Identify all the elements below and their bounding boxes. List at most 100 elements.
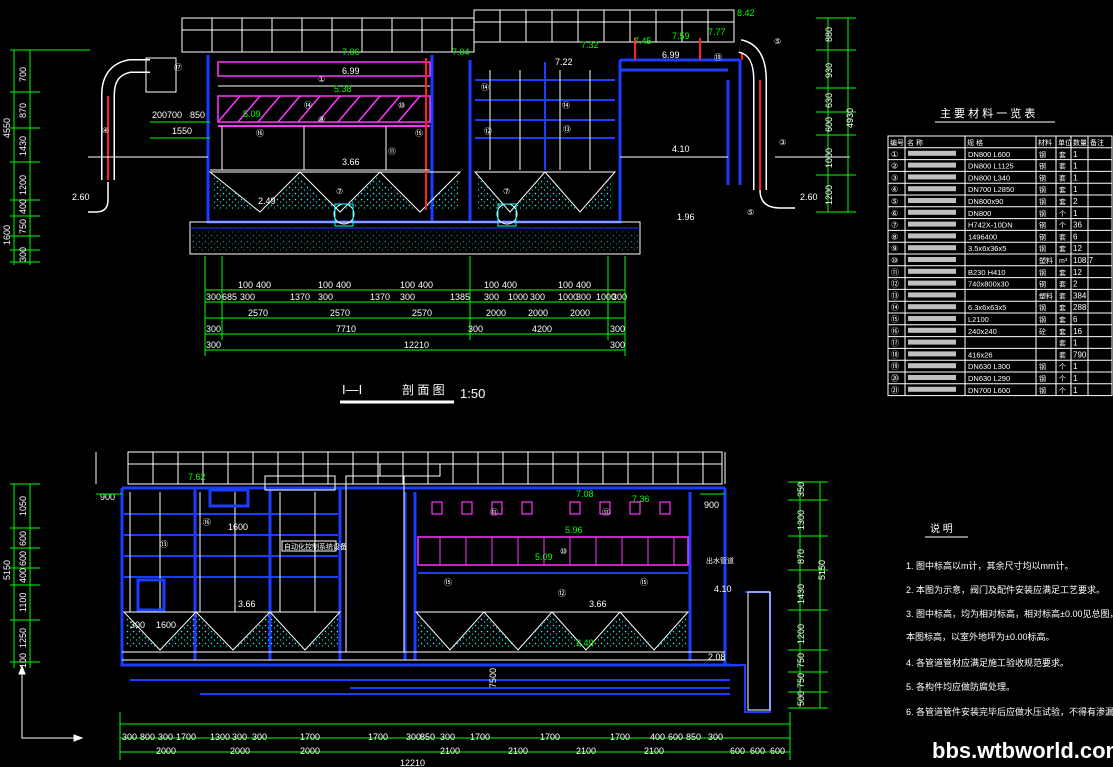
svg-text:⑬: ⑬ bbox=[563, 125, 571, 134]
svg-text:700: 700 bbox=[18, 67, 28, 82]
upper-filter-beds bbox=[217, 61, 431, 127]
svg-text:7.59: 7.59 bbox=[672, 31, 690, 41]
svg-text:900: 900 bbox=[704, 500, 719, 510]
table-cell-qty: 6 bbox=[1073, 232, 1078, 241]
svg-text:1250: 1250 bbox=[18, 628, 28, 648]
svg-text:750: 750 bbox=[796, 673, 806, 688]
table-cell-no: ⑲ bbox=[891, 362, 899, 371]
svg-text:1.96: 1.96 bbox=[677, 212, 695, 222]
svg-text:1700: 1700 bbox=[610, 732, 630, 742]
table-cell-name-glyphs bbox=[908, 174, 956, 180]
lower-left-blue-blocks bbox=[136, 488, 250, 612]
table-cell-material: 钢 bbox=[1039, 197, 1046, 206]
svg-text:5.09: 5.09 bbox=[535, 552, 553, 562]
table-cell-name-glyphs bbox=[908, 268, 956, 274]
svg-text:7.62: 7.62 bbox=[188, 472, 206, 482]
svg-text:I—I: I—I bbox=[342, 382, 362, 397]
table-cell-qty: 6 bbox=[1073, 315, 1078, 324]
svg-text:⑤: ⑤ bbox=[747, 208, 754, 217]
note-6: 6. 各管道管件安装完毕后应做水压试验，不得有渗漏现象。 bbox=[906, 706, 1113, 717]
svg-text:870: 870 bbox=[796, 549, 806, 564]
table-cell-unit: 套 bbox=[1059, 303, 1066, 312]
svg-text:⑪: ⑪ bbox=[490, 508, 498, 517]
table-cell-unit: 个 bbox=[1059, 363, 1066, 371]
svg-text:750: 750 bbox=[796, 653, 806, 668]
table-cell-name-glyphs bbox=[908, 245, 956, 251]
lower-left-dim-rail bbox=[10, 483, 40, 668]
svg-text:4.10: 4.10 bbox=[672, 144, 690, 154]
upper-risers bbox=[425, 38, 743, 210]
svg-text:300: 300 bbox=[130, 620, 145, 630]
svg-text:2000: 2000 bbox=[528, 308, 548, 318]
table-header-cell: 规 格 bbox=[967, 138, 983, 147]
table-cell-spec: 740x800x30 bbox=[968, 280, 1009, 289]
note-4: 4. 各管道管材应满足施工验收规范要求。 bbox=[906, 657, 1069, 668]
svg-text:100: 100 bbox=[238, 280, 253, 290]
upper-drain-pipes bbox=[333, 203, 518, 227]
upper-right-dims: 880 930 630 600 1000 1200 4930 bbox=[824, 27, 855, 205]
svg-text:7.77: 7.77 bbox=[708, 27, 726, 37]
svg-text:6.99: 6.99 bbox=[342, 66, 360, 76]
svg-text:300: 300 bbox=[484, 292, 499, 302]
table-cell-unit: 套 bbox=[1059, 185, 1066, 194]
table-cell-material: 钢 bbox=[1039, 303, 1046, 312]
svg-text:6.99: 6.99 bbox=[662, 50, 680, 60]
lower-roof-frame bbox=[95, 451, 726, 485]
svg-text:1430: 1430 bbox=[18, 136, 28, 156]
table-cell-spec: L2100 bbox=[968, 315, 989, 324]
table-cell-qty: 36 bbox=[1073, 221, 1082, 230]
lower-outlet-chamber bbox=[747, 591, 771, 711]
table-cell-qty: 1 bbox=[1073, 339, 1078, 348]
svg-text:2100: 2100 bbox=[508, 746, 528, 756]
table-cell-qty: 1 bbox=[1073, 162, 1078, 171]
svg-text:2000: 2000 bbox=[230, 746, 250, 756]
table-cell-spec: 6.3x6x63x5 bbox=[968, 303, 1006, 312]
table-cell-no: ⑮ bbox=[891, 315, 899, 324]
table-cell-material: 钢 bbox=[1039, 268, 1046, 277]
svg-text:2570: 2570 bbox=[248, 308, 268, 318]
svg-text:850: 850 bbox=[420, 732, 435, 742]
table-cell-spec: 416x26 bbox=[968, 350, 993, 359]
table-cell-material: 钢 bbox=[1039, 374, 1046, 383]
table-cell-unit: 套 bbox=[1059, 327, 1066, 336]
table-cell-no: ⑩ bbox=[891, 256, 898, 265]
svg-text:8.42: 8.42 bbox=[737, 8, 755, 18]
svg-text:4550: 4550 bbox=[2, 118, 12, 138]
table-cell-no: ⑬ bbox=[891, 291, 899, 300]
section-title: I—I 剖 面 图 1:50 bbox=[340, 382, 485, 404]
note-3b: 本图标高，以室外地坪为±0.00标高。 bbox=[906, 631, 1054, 642]
table-cell-no: ① bbox=[891, 150, 898, 159]
table-cell-no: ⑭ bbox=[891, 303, 899, 312]
table-cell-unit: 套 bbox=[1059, 197, 1066, 206]
svg-text:300: 300 bbox=[206, 324, 221, 334]
svg-text:1700: 1700 bbox=[368, 732, 388, 742]
svg-text:4930: 4930 bbox=[845, 108, 855, 128]
svg-text:300: 300 bbox=[318, 292, 333, 302]
upper-left-dims: 700 870 1430 1200 400 750 300 4550 1600 bbox=[2, 67, 28, 262]
svg-text:1370: 1370 bbox=[290, 292, 310, 302]
table-cell-name-glyphs bbox=[908, 186, 956, 192]
svg-text:1050: 1050 bbox=[18, 496, 28, 516]
upper-left-pipe bbox=[88, 57, 177, 213]
svg-text:7.04: 7.04 bbox=[452, 47, 470, 57]
upper-elevation-labels: 8.42 7.06 6.99 5.38 5.09 3.66 2.49 7.04 … bbox=[72, 8, 818, 222]
lower-elevation-labels: 7.62 7.08 7.36 5.96 5.09 3.66 3.66 2.49 … bbox=[188, 472, 732, 662]
svg-text:5150: 5150 bbox=[2, 560, 12, 580]
table-cell-qty: 1 bbox=[1073, 173, 1078, 182]
svg-text:1200: 1200 bbox=[824, 185, 834, 205]
svg-text:12210: 12210 bbox=[404, 340, 429, 350]
svg-text:⑯: ⑯ bbox=[256, 129, 264, 138]
svg-text:600: 600 bbox=[668, 732, 683, 742]
svg-text:00: 00 bbox=[172, 110, 182, 120]
table-cell-name-glyphs bbox=[908, 304, 956, 310]
table-cell-material: 塑料 bbox=[1039, 291, 1053, 300]
svg-text:300: 300 bbox=[232, 732, 247, 742]
table-title: 主 要 材 料 一 览 表 bbox=[940, 106, 1035, 120]
lower-central-chamber bbox=[345, 475, 405, 653]
svg-text:300: 300 bbox=[240, 292, 255, 302]
svg-text:1300: 1300 bbox=[210, 732, 230, 742]
lower-misc-dims: 900 900 1600 1600 300 7500 bbox=[96, 492, 725, 688]
svg-text:400: 400 bbox=[18, 199, 28, 214]
svg-text:900: 900 bbox=[100, 492, 115, 502]
svg-text:2000: 2000 bbox=[570, 308, 590, 318]
